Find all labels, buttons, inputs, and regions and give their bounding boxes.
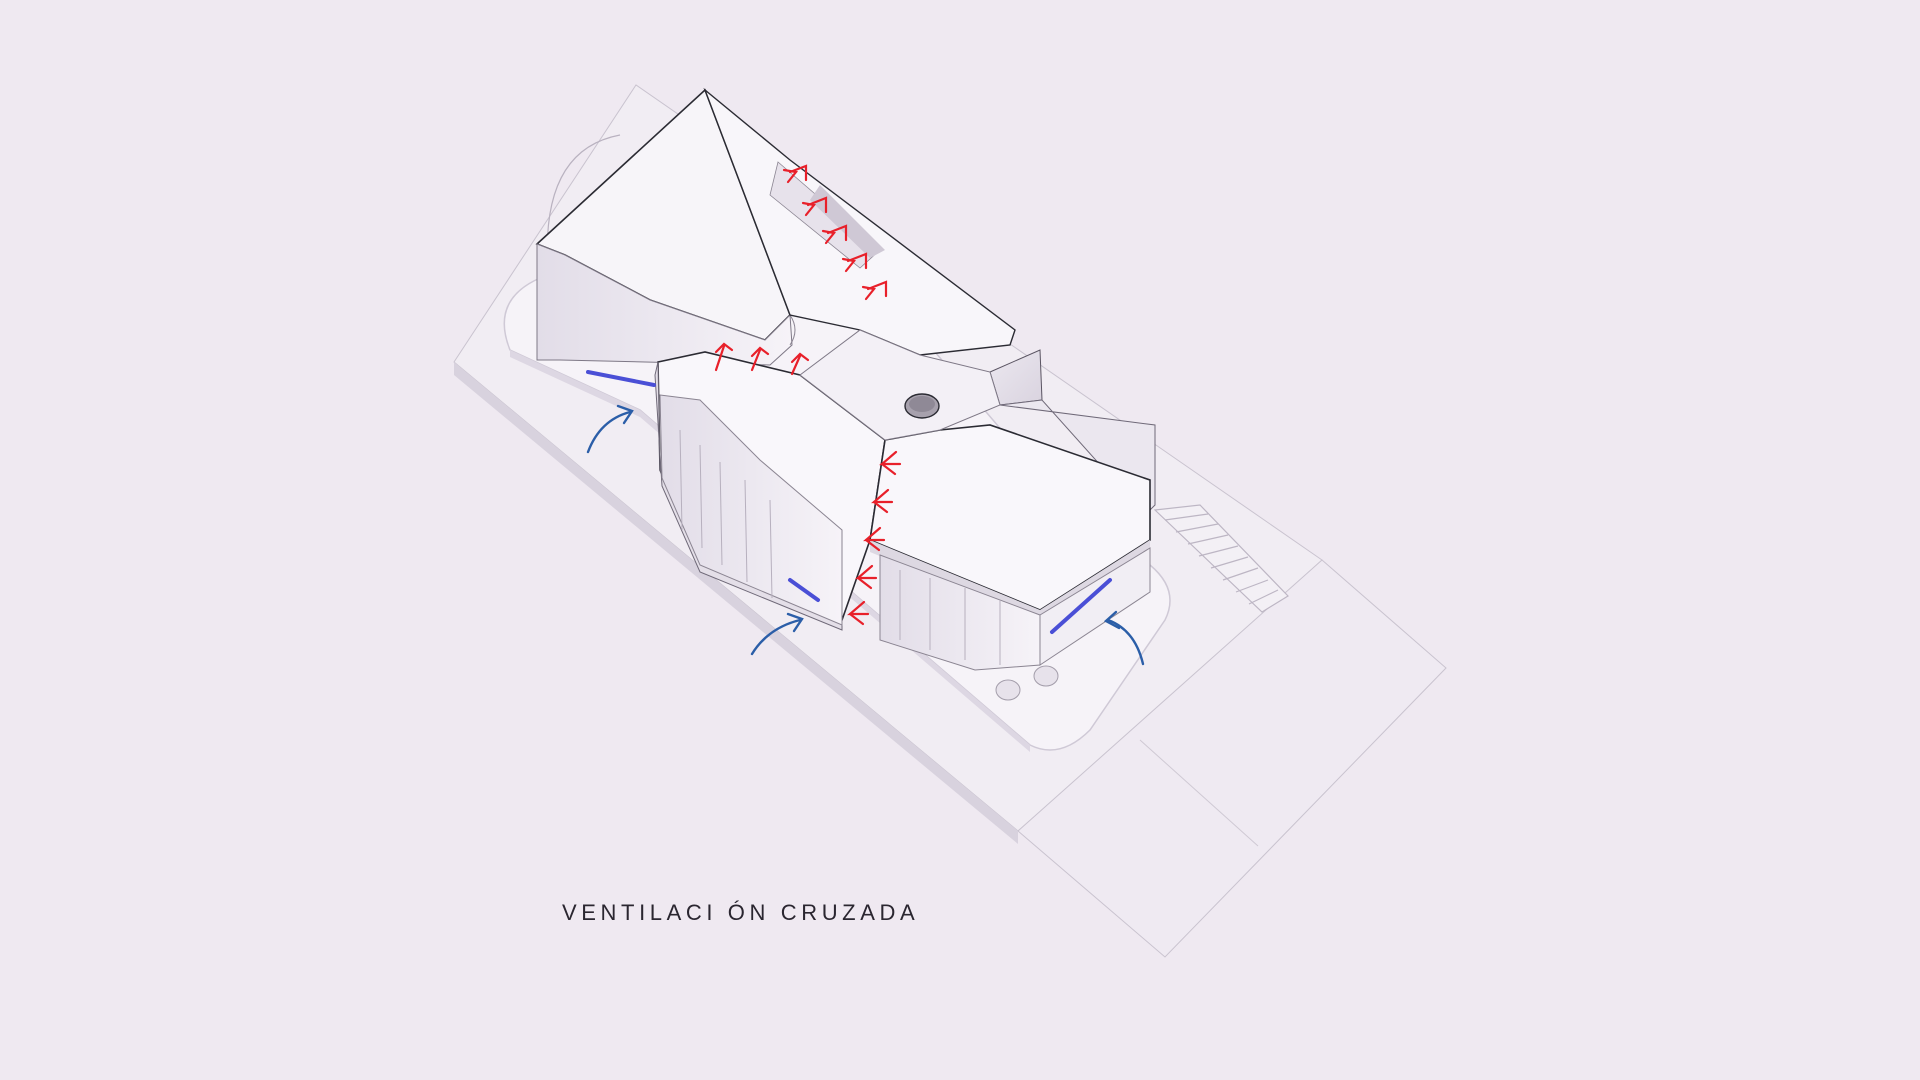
diagram-caption: VENTILACI ÓN CRUZADA <box>562 900 920 925</box>
exhaust-arrow <box>782 164 808 184</box>
exhaust-arrow <box>847 600 870 626</box>
exhaust-arrow <box>861 280 888 301</box>
wing-northeast <box>703 87 1016 356</box>
exhaust-arrow <box>841 252 868 273</box>
exhaust-arrow <box>863 526 886 552</box>
intake-arrow <box>750 612 804 656</box>
inlet-opening <box>1050 578 1112 634</box>
exhaust-arrow <box>871 488 894 514</box>
exhaust-arrow <box>714 342 734 372</box>
intake-arrow <box>1103 610 1145 666</box>
exhaust-arrow <box>879 450 902 476</box>
inlet-opening <box>586 370 656 387</box>
building-model <box>535 87 1156 701</box>
exhaust-arrow <box>801 196 828 217</box>
inlet-openings <box>586 370 1112 634</box>
chairs <box>995 665 1059 701</box>
exhaust-arrow <box>750 346 770 372</box>
exhaust-arrows <box>714 164 902 626</box>
exhaust-arrow <box>790 352 810 376</box>
central-courtyard <box>799 329 1001 441</box>
stairs <box>1153 504 1289 613</box>
intake-arrow <box>586 404 634 454</box>
exhaust-arrow <box>821 224 848 245</box>
exhaust-arrow <box>855 564 878 590</box>
intake-arrows <box>586 404 1145 666</box>
inlet-opening <box>788 578 820 602</box>
